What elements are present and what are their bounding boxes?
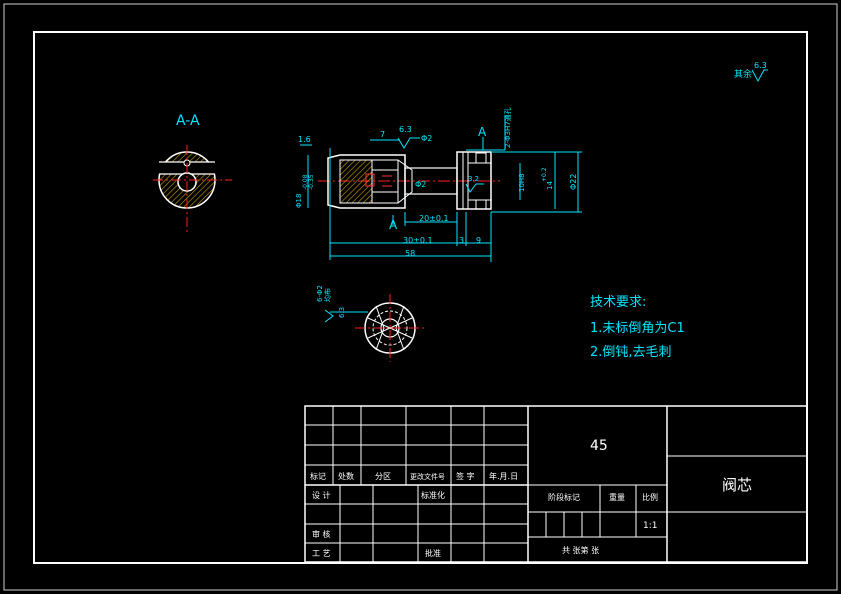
roughness-note: 其余 6.3: [734, 61, 768, 83]
svg-text:审 核: 审 核: [312, 529, 331, 539]
part-name: 阀芯: [722, 476, 752, 494]
main-view: 1.6 Φ18 -0.08 -0.35 7 6.3 Φ2 2-Φ3H7通孔 Φ2…: [295, 107, 582, 262]
svg-text:年.月.日: 年.月.日: [489, 471, 518, 481]
svg-text:Φ22: Φ22: [569, 174, 578, 190]
title-block: [304, 405, 808, 563]
svg-text:2-Φ3H7通孔: 2-Φ3H7通孔: [503, 107, 512, 148]
svg-text:处数: 处数: [338, 471, 354, 481]
view-label-bottom: A: [389, 218, 398, 232]
svg-text:-0.08: -0.08: [302, 174, 309, 190]
section-view-a-a: A-A: [153, 113, 232, 232]
tech-req-title: 技术要求:: [590, 295, 646, 310]
svg-text:比例: 比例: [642, 492, 658, 502]
title-block-text: 标记 处数 分区 更改文件号 签 字 年.月.日 设 计 标准化 审 核 工 艺…: [310, 438, 752, 558]
svg-text:签 字: 签 字: [456, 471, 475, 481]
svg-text:1.6: 1.6: [298, 135, 311, 144]
svg-text:3.2: 3.2: [468, 175, 479, 183]
view-label-top: A: [478, 125, 487, 139]
svg-text:均布: 均布: [323, 288, 332, 302]
svg-text:6.3: 6.3: [338, 307, 346, 318]
svg-text:Φ2: Φ2: [415, 180, 426, 189]
svg-text:其余: 其余: [734, 68, 752, 80]
svg-text:Φ2: Φ2: [421, 134, 432, 143]
svg-text:重量: 重量: [609, 492, 625, 502]
svg-text:9: 9: [476, 236, 481, 245]
tech-req-item: 1.未标倒角为C1: [590, 321, 685, 336]
end-view: 6-Φ2 均布 6.3: [316, 285, 426, 362]
svg-text:批准: 批准: [425, 548, 441, 558]
svg-text:共 张第 张: 共 张第 张: [562, 545, 599, 555]
scale: 1:1: [643, 521, 657, 531]
svg-text:10H8: 10H8: [518, 173, 526, 192]
svg-text:7: 7: [380, 130, 385, 139]
svg-text:Φ18: Φ18: [295, 194, 303, 208]
svg-text:标记: 标记: [310, 471, 326, 481]
svg-text:14: 14: [546, 181, 554, 190]
svg-text:-0.35: -0.35: [308, 174, 315, 190]
outer-border: [3, 3, 838, 591]
inner-frame: [33, 31, 808, 564]
svg-text:6.3: 6.3: [754, 61, 767, 70]
svg-text:+0.2: +0.2: [541, 167, 548, 182]
svg-text:标准化: 标准化: [421, 490, 445, 500]
svg-text:58: 58: [405, 249, 415, 258]
svg-text:30±0.1: 30±0.1: [403, 236, 433, 245]
svg-text:3: 3: [459, 236, 464, 245]
svg-text:设 计: 设 计: [312, 490, 331, 500]
tech-req-item: 2.倒钝,去毛刺: [590, 345, 672, 360]
svg-text:6.3: 6.3: [399, 125, 412, 134]
svg-text:分区: 分区: [375, 472, 391, 481]
material: 45: [590, 438, 608, 454]
technical-requirements: 技术要求: 1.未标倒角为C1 2.倒钝,去毛刺: [590, 295, 685, 360]
svg-text:6-Φ2: 6-Φ2: [316, 285, 324, 302]
svg-text:工 艺: 工 艺: [312, 549, 331, 558]
section-label: A-A: [176, 113, 200, 129]
svg-text:更改文件号: 更改文件号: [410, 472, 445, 481]
svg-text:20±0.1: 20±0.1: [419, 214, 449, 223]
svg-text:阶段标记: 阶段标记: [548, 492, 580, 502]
